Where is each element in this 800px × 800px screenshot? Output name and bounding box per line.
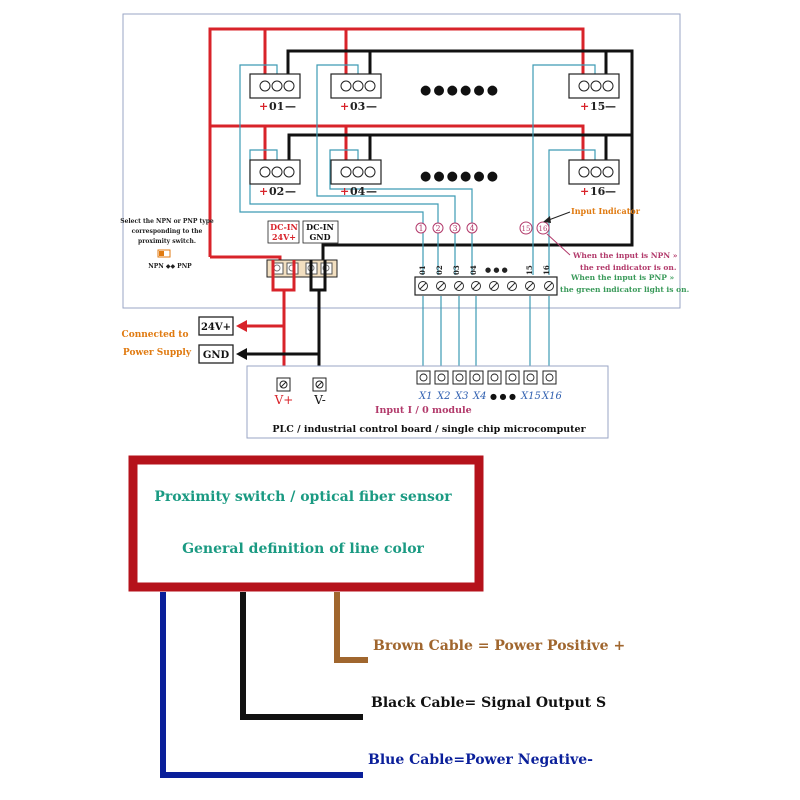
input-label-x2: X2 — [436, 391, 450, 402]
connector-label-04: 04 — [469, 265, 478, 275]
plus-sign: + — [340, 185, 349, 198]
terminal-label-01: 01 — [269, 100, 284, 113]
plc-caption: PLC / industrial control board / single … — [272, 424, 586, 435]
vminus-label: V- — [313, 393, 326, 407]
terminal-block-15 — [568, 73, 620, 99]
indicator-number: 1 — [418, 224, 423, 233]
arrow-left-icon — [236, 320, 247, 332]
terminal-block-01 — [249, 73, 301, 99]
plus-sign: + — [340, 100, 349, 113]
sensor-box — [128, 455, 484, 592]
signal-wires — [239, 64, 596, 371]
blue-cable — [160, 592, 363, 778]
indicator-number: 4 — [469, 224, 474, 233]
minus-sign: — — [285, 185, 296, 198]
connector-label-16: 16 — [542, 265, 551, 275]
indicator-number: 3 — [452, 224, 457, 233]
connector-label-02: 02 — [435, 265, 444, 275]
svg-text:GND: GND — [309, 232, 330, 242]
plc-input-terminals — [416, 370, 557, 385]
ellipsis-dots: ●●●●●● — [420, 83, 500, 98]
connected-to-label: Connected to — [122, 330, 189, 340]
terminal-label-02: 02 — [269, 185, 284, 198]
vplus-label: V+ — [274, 393, 294, 407]
connector-label-01: 01 — [418, 265, 427, 275]
power-supply-label: Power Supply — [123, 348, 192, 358]
input-indicator-label: Input Indicator — [571, 206, 641, 216]
supply-gnd-box — [198, 344, 234, 364]
npn-leader-line — [546, 233, 571, 256]
plus-sign: + — [580, 185, 589, 198]
input-label-x3: X3 — [454, 391, 468, 402]
indicator-circle — [466, 222, 478, 234]
connector-label-03: 03 — [452, 265, 461, 275]
brown-cable — [334, 592, 368, 663]
terminal-block-04 — [330, 159, 382, 185]
svg-text:24V+: 24V+ — [272, 232, 296, 242]
minus-sign: — — [366, 185, 377, 198]
input-label-dots: ● ● ● — [490, 392, 516, 401]
sensor-box-title: Proximity switch / optical fiber sensor — [154, 489, 452, 505]
terminal-label-04: 04 — [350, 185, 366, 198]
indicator-number: 15 — [522, 225, 531, 233]
input-label-x16: X16 — [541, 391, 562, 402]
connector-label-15: 15 — [525, 265, 534, 275]
black-cable — [240, 592, 363, 720]
terminal-label-15: 15 — [590, 100, 605, 113]
terminal-block-16 — [568, 159, 620, 185]
pnp-note-line2: the green indicator light is on. — [560, 285, 689, 294]
input-label-x15: X15 — [520, 391, 541, 402]
arrow-head-icon — [543, 216, 551, 223]
terminal-block-02 — [249, 159, 301, 185]
panel-connector-strip — [414, 276, 558, 296]
brown-cable-label: Brown Cable = Power Positive + — [373, 638, 625, 654]
minus-sign: — — [605, 100, 616, 113]
svg-text:proximity switch.: proximity switch. — [138, 238, 196, 245]
supply-24v-box — [198, 316, 234, 336]
terminal-label-03: 03 — [350, 100, 365, 113]
dc-in-gnd-label: DC-IN GND — [302, 220, 339, 244]
plus-sign: + — [259, 100, 268, 113]
minus-sign: — — [285, 100, 296, 113]
npn-pnp-note: Select the NPN or PNP type corresponding… — [120, 218, 214, 270]
connector-dots: ● ● ● — [485, 266, 508, 274]
svg-text:corresponding to the: corresponding to the — [132, 228, 203, 235]
minus-sign: — — [605, 185, 616, 198]
indicator-circle — [519, 221, 533, 235]
supply-gnd-label: GND — [203, 350, 230, 361]
pnp-note-line1: When the input is PNP » — [570, 273, 675, 282]
svg-text:DC-IN: DC-IN — [306, 222, 334, 232]
plus-sign: + — [580, 100, 589, 113]
black-cable-label: Black Cable= Signal Output S — [371, 695, 606, 711]
svg-text:Select the NPN or PNP type: Select the NPN or PNP type — [120, 218, 214, 225]
input-label-x1: X1 — [418, 391, 432, 402]
svg-text:DC-IN: DC-IN — [270, 222, 298, 232]
arrow-left-icon — [236, 348, 247, 360]
sensor-box-subtitle: General definition of line color — [182, 541, 424, 557]
terminal-block-03 — [330, 73, 382, 99]
indicator-circle — [415, 222, 427, 234]
dc-in-positive-label: DC-IN 24V+ — [267, 220, 300, 244]
blue-cable-label: Blue Cable=Power Negative- — [368, 752, 593, 768]
indicator-circle — [432, 222, 444, 234]
npn-note-line2: the red indicator is on. — [580, 263, 676, 272]
plus-sign: + — [259, 185, 268, 198]
negative-rail-wires — [286, 49, 634, 268]
indicator-number: 16 — [539, 225, 548, 233]
terminal-label-16: 16 — [590, 185, 606, 198]
plc-vplus-terminal — [276, 377, 291, 392]
indicator-circle — [449, 222, 461, 234]
plc-vminus-terminal — [312, 377, 327, 392]
minus-sign: — — [366, 100, 377, 113]
input-label-x4: X4 — [472, 391, 486, 402]
indicator-number: 2 — [435, 224, 440, 233]
ellipsis-dots: ●●●●●● — [420, 169, 500, 184]
io-module-label: Input I / 0 module — [375, 405, 472, 416]
supply-24v-label: 24V+ — [201, 322, 231, 333]
npn-note-line1: When the input is NPN » — [572, 251, 678, 260]
svg-text:NPN ◆◆ PNP: NPN ◆◆ PNP — [148, 263, 192, 270]
